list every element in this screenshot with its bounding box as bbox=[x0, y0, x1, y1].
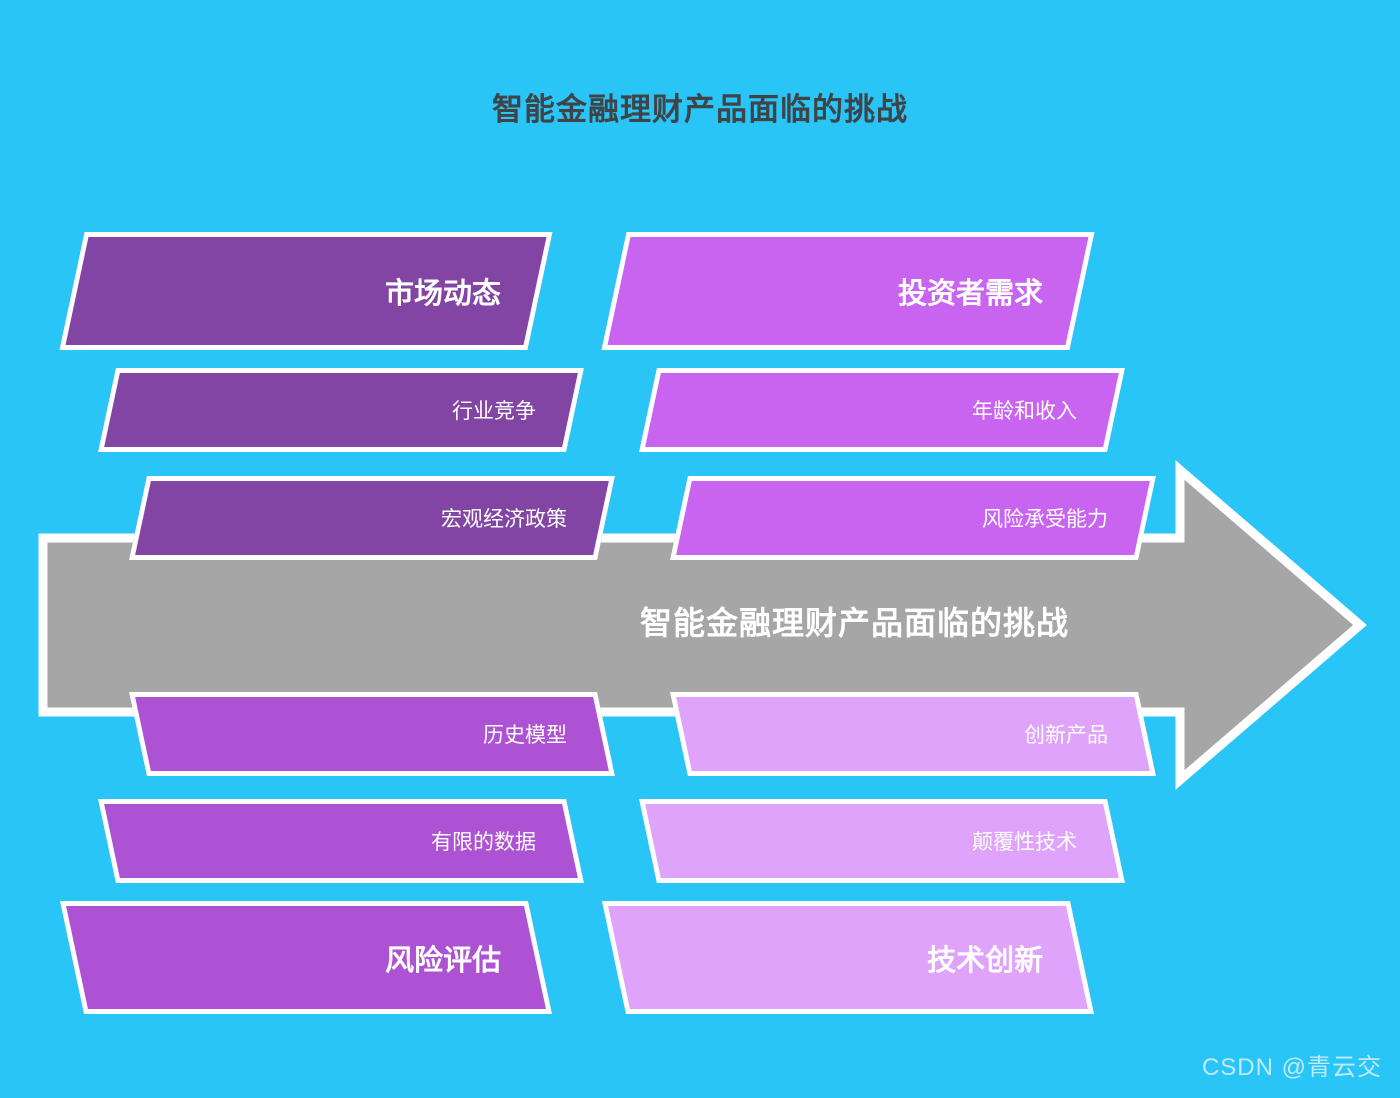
node-label: 历史模型 bbox=[483, 724, 567, 747]
node-top-right-2[interactable]: 风险承受能力 bbox=[670, 476, 1156, 560]
node-bottom-left-2[interactable]: 风险评估 bbox=[59, 901, 553, 1014]
node-top-right-1[interactable]: 年龄和收入 bbox=[639, 368, 1125, 452]
node-top-left-2[interactable]: 宏观经济政策 bbox=[129, 476, 615, 560]
node-label: 创新产品 bbox=[1024, 724, 1108, 747]
node-bottom-left-1[interactable]: 有限的数据 bbox=[98, 799, 584, 883]
node-label: 年龄和收入 bbox=[972, 400, 1077, 423]
watermark: CSDN @青云交 bbox=[1201, 1054, 1382, 1081]
process-arrow-label: 智能金融理财产品面临的挑战 bbox=[640, 605, 1070, 641]
node-label: 行业竞争 bbox=[452, 400, 536, 423]
node-label: 颠覆性技术 bbox=[972, 831, 1077, 854]
node-bottom-left-0[interactable]: 历史模型 bbox=[129, 692, 615, 776]
node-label: 技术创新 bbox=[926, 944, 1043, 977]
node-top-right-0[interactable]: 投资者需求 bbox=[601, 232, 1095, 350]
node-top-left-1[interactable]: 行业竞争 bbox=[98, 368, 584, 452]
node-label: 投资者需求 bbox=[897, 278, 1043, 310]
node-bottom-right-2[interactable]: 技术创新 bbox=[601, 901, 1095, 1014]
node-label: 风险承受能力 bbox=[982, 508, 1108, 531]
node-label: 有限的数据 bbox=[431, 831, 536, 854]
node-top-left-0[interactable]: 市场动态 bbox=[59, 232, 553, 350]
page-title: 智能金融理财产品面临的挑战 bbox=[492, 92, 908, 127]
node-bottom-right-1[interactable]: 颠覆性技术 bbox=[639, 799, 1125, 883]
node-label: 宏观经济政策 bbox=[441, 508, 567, 531]
node-label: 市场动态 bbox=[384, 278, 501, 310]
node-label: 风险评估 bbox=[384, 944, 501, 977]
node-bottom-right-0[interactable]: 创新产品 bbox=[670, 692, 1156, 776]
